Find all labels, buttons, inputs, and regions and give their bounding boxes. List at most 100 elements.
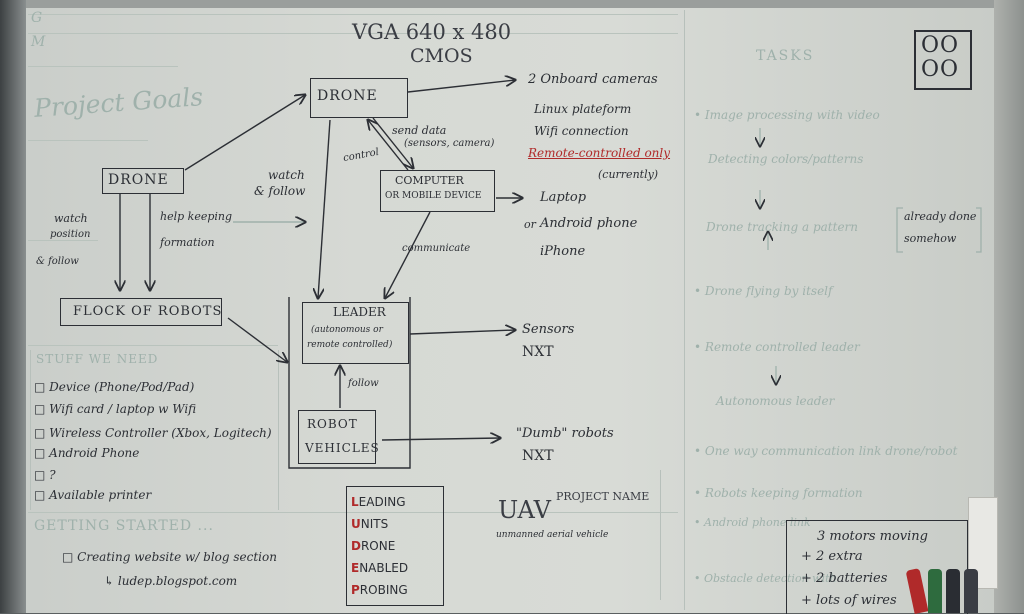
drone-spec: Linux plateform: [534, 102, 632, 116]
corner-mark: G: [31, 10, 43, 26]
acronym-line: ENABLED: [351, 561, 409, 575]
watch-position-label-1: watch: [54, 212, 88, 225]
leader-label-2: (autonomous or: [311, 325, 383, 335]
column-divider: [278, 350, 279, 510]
stuff-item: □ Available printer: [34, 488, 152, 502]
black-marker: [964, 569, 978, 613]
green-marker: [928, 569, 942, 613]
task-item: • Robots keeping formation: [694, 486, 863, 500]
drone-spec: 2 Onboard cameras: [528, 72, 658, 87]
task-item: • Android phone link: [694, 516, 811, 529]
watch-follow-label-2: & follow: [254, 184, 306, 198]
computer-label-2: OR MOBILE DEVICE: [385, 191, 482, 201]
getting-started-item: ↳ ludep.blogspot.com: [104, 574, 238, 588]
device-android: Android phone: [540, 216, 638, 231]
task-item: Drone tracking a pattern: [706, 220, 859, 234]
title-line-1: VGA 640 x 480: [352, 20, 512, 44]
getting-started-item: □ Creating website w/ blog section: [62, 550, 277, 564]
device-iphone: iPhone: [540, 244, 586, 259]
black-marker: [946, 569, 960, 613]
device-or: or: [524, 218, 536, 231]
leader-output: NXT: [522, 344, 554, 360]
help-keeping-label-1: help keeping: [160, 210, 233, 223]
parts-item: + lots of wires: [801, 593, 897, 608]
parts-item: + 2 extra: [801, 549, 863, 564]
computer-label-1: COMPUTER: [395, 174, 464, 187]
logo-box: OO OO: [914, 30, 972, 90]
project-name-label: PROJECT NAME: [556, 490, 650, 503]
whiteboard-left-frame: [0, 0, 26, 613]
drone-left-label: DRONE: [108, 172, 169, 188]
help-keeping-label-2: formation: [160, 236, 215, 249]
robot-output: NXT: [522, 448, 554, 464]
uav-subtitle: unmanned aerial vehicle: [496, 530, 609, 540]
ruled-line: [28, 345, 278, 346]
flock-label: FLOCK OF ROBOTS: [73, 304, 223, 319]
column-divider: [660, 470, 661, 600]
drone-spec: (currently): [598, 168, 659, 181]
stuff-item: □ ?: [34, 468, 56, 482]
send-data-label-1: send data: [392, 124, 447, 137]
ruled-line: [28, 240, 98, 241]
watch-follow-label-1: watch: [268, 168, 305, 182]
task-note-2: somehow: [904, 232, 957, 245]
uav-label: UAV: [498, 496, 551, 524]
flock-box: FLOCK OF ROBOTS: [60, 298, 222, 326]
follow-label: follow: [348, 378, 379, 389]
ruled-line: [28, 512, 678, 513]
parts-box: 3 motors moving + 2 extra + 2 batteries …: [786, 520, 968, 614]
watch-position-label-2: position: [50, 229, 91, 240]
title-line-2: CMOS: [410, 45, 473, 67]
parts-item: + 2 batteries: [801, 571, 888, 586]
whiteboard-top-frame: [0, 0, 1024, 8]
leader-box: LEADER (autonomous or remote controlled): [302, 302, 409, 364]
stuff-item: □ Wireless Controller (Xbox, Logitech): [34, 426, 272, 440]
tasks-heading: TASKS: [756, 48, 815, 64]
acronym-box: LEADING UNITS DRONE ENABLED PROBING: [346, 486, 444, 606]
ruled-line: [28, 66, 178, 67]
leader-output: Sensors: [522, 322, 575, 337]
drone-spec: Remote-controlled only: [528, 146, 671, 160]
parts-item: 3 motors moving: [817, 529, 928, 544]
robot-output: "Dumb" robots: [516, 426, 614, 441]
robot-vehicles-box: ROBOT VEHICLES: [298, 410, 379, 464]
stuff-we-need-heading: STUFF WE NEED: [36, 352, 159, 366]
task-item: Detecting colors/patterns: [708, 152, 864, 166]
column-divider: [30, 350, 31, 510]
task-item: • Remote controlled leader: [694, 340, 860, 354]
logo-mark: OO OO: [921, 33, 960, 82]
ruled-line: [28, 140, 148, 141]
getting-started-heading: GETTING STARTED ...: [34, 518, 214, 534]
drone-left-box: DRONE: [102, 168, 184, 194]
device-laptop: Laptop: [540, 190, 587, 205]
computer-box: COMPUTER OR MOBILE DEVICE: [380, 170, 495, 212]
drone-top-box: DRONE: [310, 78, 408, 118]
send-data-label-2: (sensors, camera): [404, 138, 495, 149]
ruled-line: [28, 33, 678, 34]
drone-top-label: DRONE: [317, 88, 378, 104]
column-divider: [684, 10, 685, 610]
robot-label-1: ROBOT: [307, 417, 358, 431]
task-item: Autonomous leader: [716, 394, 835, 408]
stuff-item: □ Wifi card / laptop w Wifi: [34, 402, 197, 416]
task-note-1: already done: [904, 210, 977, 223]
whiteboard-right-frame: [994, 0, 1024, 613]
leader-label-3: remote controlled): [307, 340, 393, 350]
stuff-item: □ Device (Phone/Pod/Pad): [34, 380, 195, 394]
acronym-line: LEADING: [351, 495, 406, 509]
stuff-item: □ Android Phone: [34, 446, 140, 460]
task-item: • Drone flying by itself: [694, 284, 833, 298]
task-item: • Obstacle detection with: [694, 572, 837, 585]
communicate-label: communicate: [402, 243, 471, 254]
corner-mark: M: [31, 34, 46, 50]
acronym-line: DRONE: [351, 539, 396, 553]
acronym-line: UNITS: [351, 517, 389, 531]
watch-position-label-3: & follow: [36, 256, 79, 267]
task-item: • One way communication link drone/robot: [694, 444, 958, 458]
ruled-line: [28, 14, 678, 15]
leader-label-1: LEADER: [333, 305, 386, 319]
drone-spec: Wifi connection: [534, 124, 629, 138]
task-item: • Image processing with video: [694, 108, 880, 122]
